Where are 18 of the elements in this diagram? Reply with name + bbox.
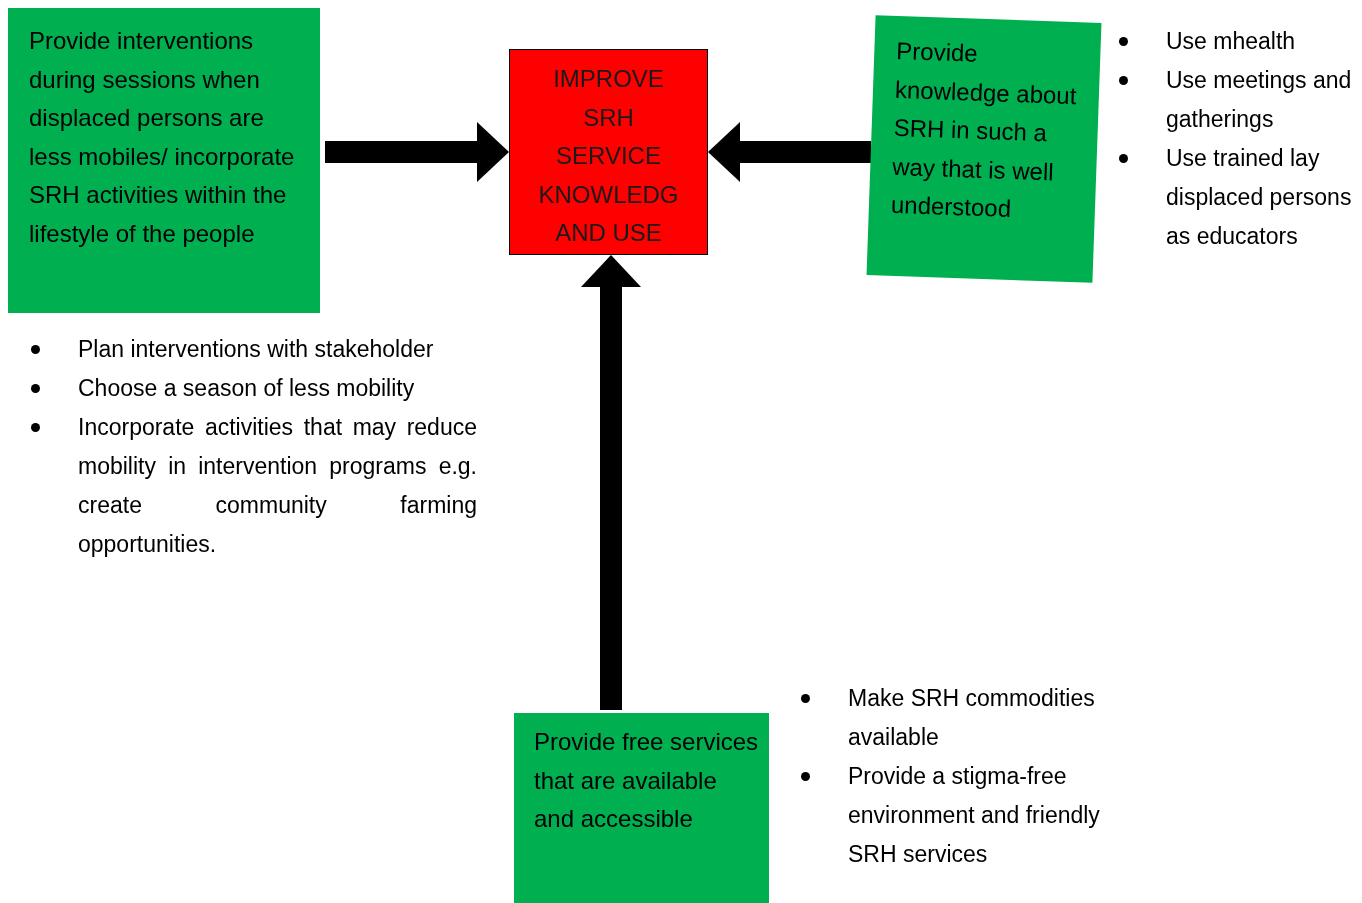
arrow bbox=[581, 255, 641, 710]
arrow bbox=[708, 122, 871, 182]
bullet-text: Provide a stigma-free environment and friendly SRH services bbox=[848, 762, 1101, 869]
bullet-text: Use meetings and gatherings bbox=[1166, 66, 1353, 134]
bullet-text: Plan interventions with stakeholder bbox=[78, 335, 435, 364]
strategy-box bbox=[8, 8, 320, 313]
arrow bbox=[325, 122, 509, 182]
strategy-box bbox=[514, 713, 769, 903]
box-text: Provide free services that are available and accessible bbox=[534, 727, 759, 834]
bullet-text: Make SRH commodities available bbox=[848, 684, 1096, 752]
box-text: Provide knowledge about SRH in such a way that is well understood bbox=[890, 35, 1078, 224]
bullet-text: Incorporate activities that may reduce mobility in intervention programs e.g. create community farming opportunities. bbox=[78, 413, 477, 559]
bullet-text: Choose a season of less mobility bbox=[78, 374, 416, 403]
box-text: IMPROVE SRH SERVICE KNOWLEDG AND USE bbox=[537, 64, 680, 248]
goal-box bbox=[509, 49, 708, 255]
bullet-text: Use trained lay displaced persons as educators bbox=[1166, 144, 1353, 251]
bullet-text: Use mhealth bbox=[1166, 27, 1297, 56]
box-text: Provide interventions during sessions when displaced persons are less mobiles/ incorporate SRH activities within the lifestyle of the people bbox=[29, 26, 296, 249]
